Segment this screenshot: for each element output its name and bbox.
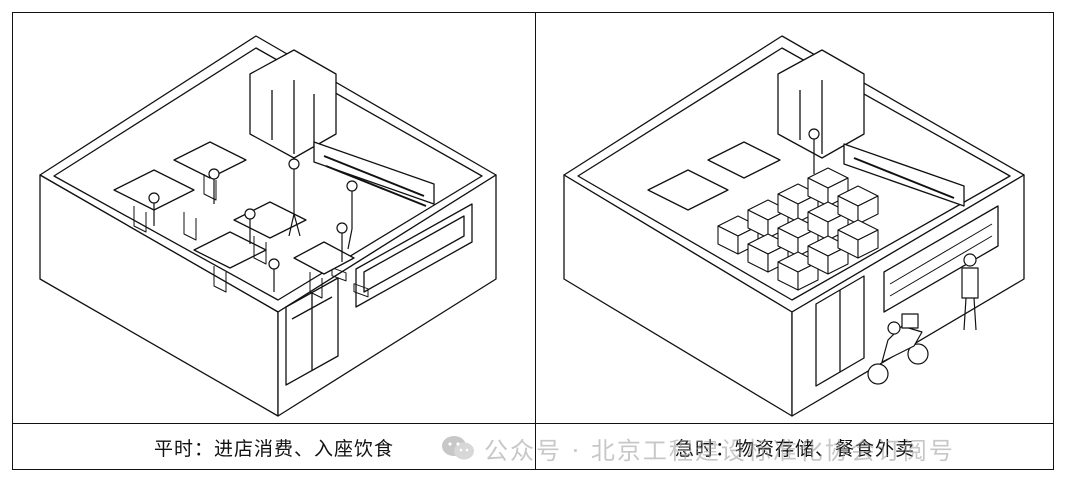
delivery-scooter [867,313,929,385]
caption-emergency-time: 急时：物资存储、餐食外卖 [674,437,915,460]
dining-scene-illustration [14,14,534,422]
dining-tables [113,141,355,275]
watermark-text: 公众号 · 北京工程建设标准化协会订阅号 [484,436,955,465]
customer-figure [961,253,979,331]
storage-scene-illustration [538,14,1052,422]
chairs [133,174,323,299]
figure-frame [12,12,1054,470]
takeaway-window [883,205,999,313]
room-inner-rim [577,47,1011,301]
vertical-divider [535,12,536,470]
watermark: 公众号 · 北京工程建设标准化协会订阅号 [440,426,955,470]
room-inner-rim [53,47,483,301]
storage-table [647,169,729,211]
caption-divider [12,423,1054,424]
diner-figures [148,158,358,292]
caption-normal-time: 平时：进店消费、入座饮食 [153,437,394,460]
worker-figure [808,128,820,174]
wechat-icon [442,436,474,460]
stacked-supply-boxes [717,167,879,291]
